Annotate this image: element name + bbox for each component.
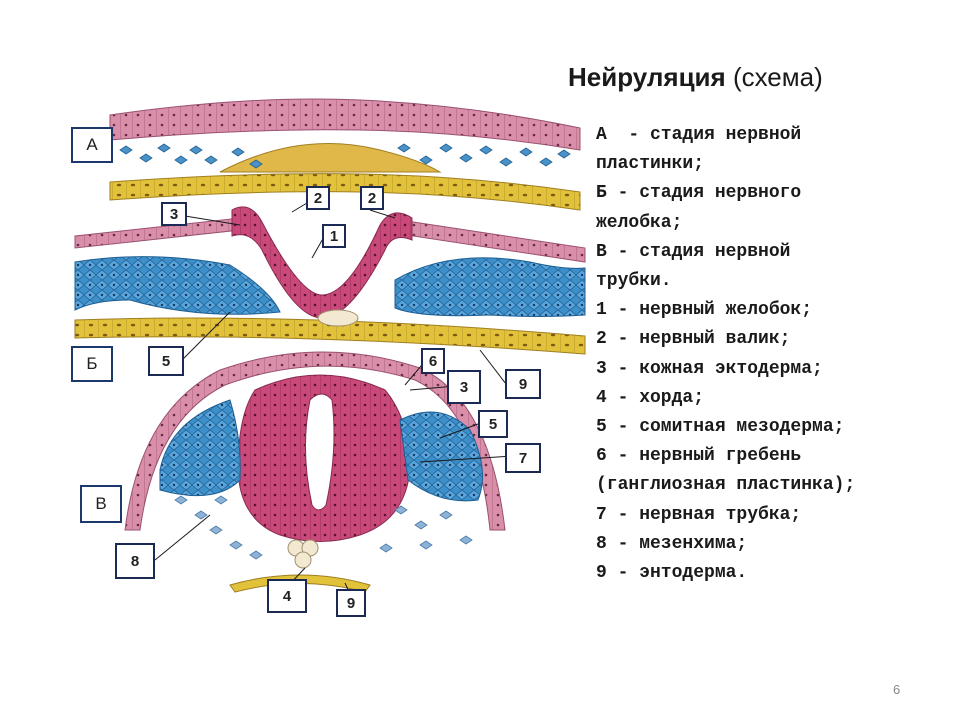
number-label: 9 xyxy=(505,369,541,399)
page-title: Нейруляция (схема) xyxy=(568,62,823,93)
legend-line: 7 - нервная трубка; xyxy=(596,504,802,525)
legend-line: 2 - нервный валик; xyxy=(596,329,791,350)
stage-a-label: А xyxy=(71,127,113,163)
legend-line: В - стадия нервной xyxy=(596,241,791,262)
stage-a-illustration xyxy=(109,98,581,211)
stage-c-mesenchyme-cells xyxy=(174,495,473,560)
legend-list: А - стадия нервной пластинки; Б - стадия… xyxy=(596,121,948,588)
stage-b-endoderm xyxy=(74,317,586,355)
stage-v-label: В xyxy=(80,485,122,523)
legend-line: 1 - нервный желобок; xyxy=(596,300,813,321)
stage-b-somite-right xyxy=(394,257,586,317)
number-label: 3 xyxy=(161,202,187,226)
number-label: 6 xyxy=(421,348,445,374)
number-label: 8 xyxy=(115,543,155,579)
legend-line: 6 - нервный гребень xyxy=(596,446,802,467)
legend-line: 8 - мезенхима; xyxy=(596,533,748,554)
stage-b-somite-left xyxy=(74,256,281,315)
number-label: 7 xyxy=(505,443,541,473)
stage-b-ectoderm-right xyxy=(399,219,586,263)
stage-b-label: Б xyxy=(71,346,113,382)
stage-b-ectoderm-left xyxy=(74,217,241,249)
stage-a-ectoderm xyxy=(109,98,581,151)
stage-a-neural-plate xyxy=(219,143,442,173)
number-label: 2 xyxy=(306,186,330,210)
number-label: 9 xyxy=(336,589,366,617)
number-label: 1 xyxy=(322,224,346,248)
legend-line: пластинки; xyxy=(596,154,705,175)
legend-line: желобка; xyxy=(596,212,683,233)
number-label: 4 xyxy=(267,579,307,613)
number-label: 5 xyxy=(148,346,184,376)
stage-a-mesenchyme-cells xyxy=(119,143,571,169)
stage-c-ectoderm xyxy=(124,351,506,531)
page-number: 6 xyxy=(893,682,901,697)
number-label: 2 xyxy=(360,186,384,210)
legend-line: 4 - хорда; xyxy=(596,387,705,408)
legend-line: (ганглиозная пластинка); xyxy=(596,475,856,496)
title-main: Нейруляция xyxy=(568,62,726,92)
stage-c-neural-canal xyxy=(304,393,335,511)
stage-a-endoderm xyxy=(109,173,581,211)
title-sub: (схема) xyxy=(732,62,823,92)
legend-line: 9 - энтодерма. xyxy=(596,563,748,584)
stage-b-notochord xyxy=(317,309,359,327)
stage-c-notochord xyxy=(287,539,319,569)
number-label: 5 xyxy=(478,410,508,438)
legend-line: 5 - сомитная мезодерма; xyxy=(596,417,845,438)
number-label: 3 xyxy=(447,370,481,404)
legend-line: Б - стадия нервного xyxy=(596,183,802,204)
legend-line: А - стадия нервной xyxy=(596,125,802,145)
stage-c-somite-right xyxy=(399,411,483,502)
stage-c-somite-left xyxy=(159,399,241,497)
legend-line: 3 - кожная эктодерма; xyxy=(596,358,823,379)
legend-line: трубки. xyxy=(596,271,672,292)
